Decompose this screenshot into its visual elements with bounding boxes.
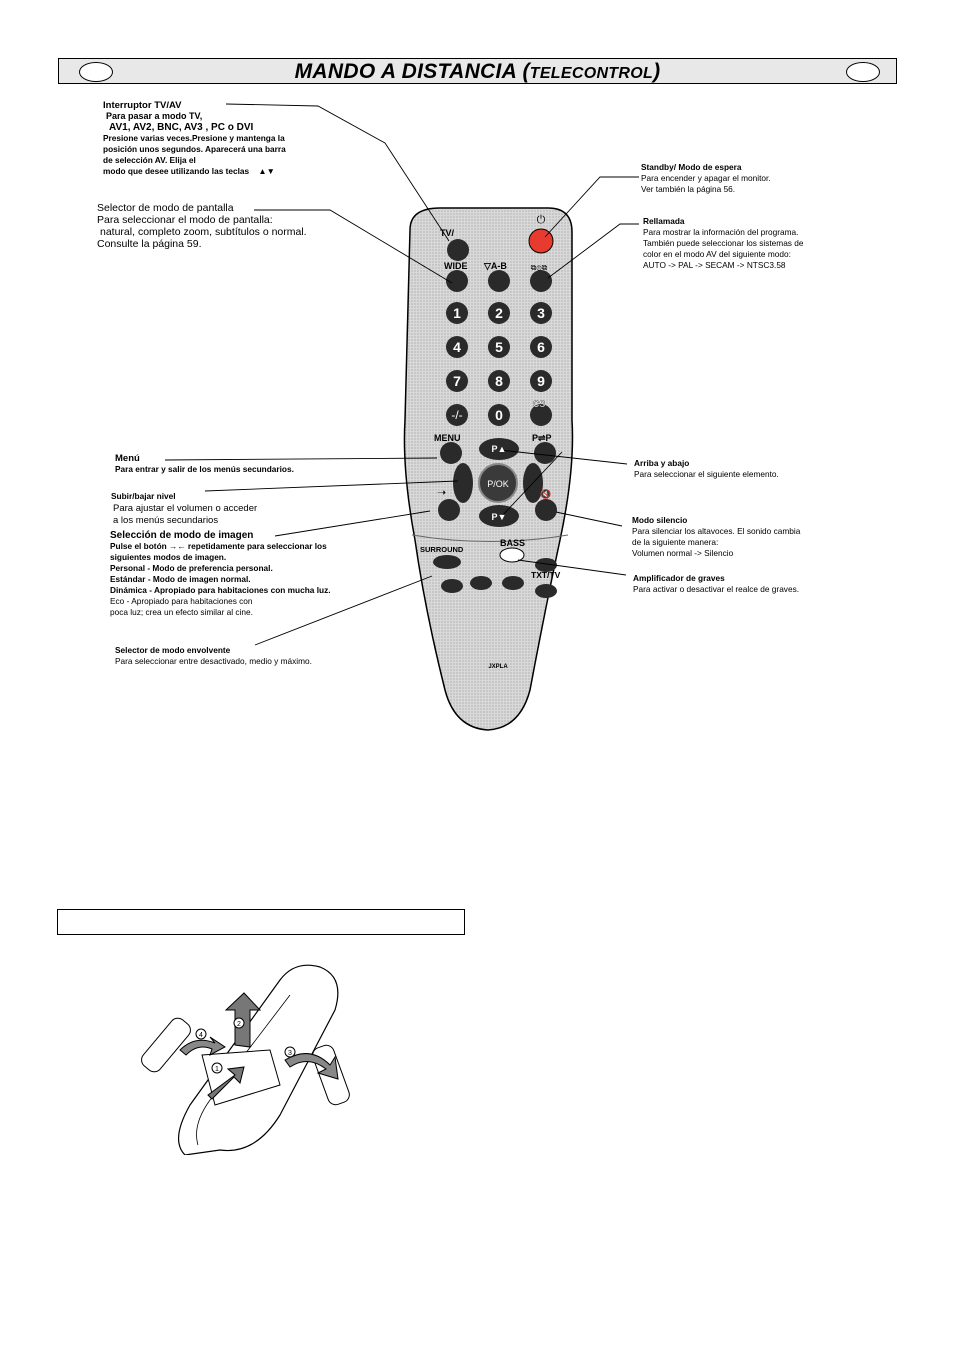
txt-label: TXT/TV (531, 570, 561, 580)
ok-label: P/OK (487, 479, 509, 489)
pp-button (534, 442, 556, 464)
callout-menu: Menú Para entrar y salir de los menús se… (115, 453, 294, 474)
battery-illustration: 1 2 3 4 (141, 964, 350, 1155)
ab-button (488, 270, 510, 292)
callout-bass: Amplificador de graves Para activar o de… (633, 573, 800, 594)
step-4-label: 4 (199, 1032, 203, 1039)
digit-button-8[interactable] (488, 370, 510, 392)
digit-label-4: 4 (453, 339, 461, 355)
digit-button-3[interactable] (530, 302, 552, 324)
pdown-label: P▼ (492, 512, 507, 522)
wide-label: WIDE (444, 261, 468, 271)
tvav-button (447, 239, 469, 261)
digit-button-4[interactable] (446, 336, 468, 358)
power-icon: ⏻ (537, 214, 546, 226)
step-1-label: 1 (215, 1066, 219, 1073)
callout-updown: Arriba y abajo Para seleccionar el sigui… (634, 458, 779, 479)
digit-label-7: 7 (453, 373, 461, 389)
step-2-label: 2 (237, 1021, 241, 1028)
callout-tvav: Interruptor TV/AV Para pasar a modo TV, … (103, 100, 286, 176)
page-title: MANDO A DISTANCIA (TELECONTROL) (294, 60, 661, 83)
vol-down-button (453, 463, 473, 503)
digit-label-9: 9 (537, 373, 545, 389)
callout-surround: Selector de modo envolvente Para selecci… (115, 645, 312, 666)
txt-button (535, 584, 557, 598)
digit-label-0: 0 (495, 407, 503, 423)
battery-left (141, 1017, 191, 1073)
recall-button (530, 270, 552, 292)
digit-label-3: 3 (537, 305, 545, 321)
callout-recall: Rellamada Para mostrar la información de… (643, 216, 804, 270)
callout-mute: Modo silencio Para silenciar los altavoc… (632, 515, 801, 558)
digit-label-2: 2 (495, 305, 503, 321)
callout-volume: Subir/bajar nivel Para ajustar el volume… (111, 491, 258, 526)
step-3-label: 3 (288, 1050, 292, 1057)
digit-button-0[interactable] (488, 404, 510, 426)
digit-pad: 1 2 3 4 5 6 7 8 9 0 -/- (446, 302, 552, 426)
callout-screen-mode: Selector de modo de pantalla Para selecc… (97, 202, 307, 250)
menu-label: MENU (434, 433, 461, 443)
section-header-box (57, 909, 465, 935)
title-bar: MANDO A DISTANCIA (TELECONTROL) (58, 58, 897, 84)
callout-picture-mode: Selección de modo de imagen Pulse el bot… (110, 530, 331, 617)
ab-label: ▽A-B (483, 261, 507, 271)
surround-button (433, 555, 461, 569)
brand-label: JXPLA (488, 664, 508, 670)
digit-button-1[interactable] (446, 302, 468, 324)
arrow-step-3 (284, 1053, 339, 1080)
pup-button (479, 438, 519, 460)
dash-icon: -/- (451, 408, 462, 422)
bass-button (499, 547, 525, 563)
digit-label-1: 1 (453, 305, 461, 321)
title-right-oval (846, 62, 880, 82)
digit-button-7[interactable] (446, 370, 468, 392)
mute-icon: 🔇 (540, 488, 551, 499)
digit-label-8: 8 (495, 373, 503, 389)
digit-button-5[interactable] (488, 336, 510, 358)
digit-button-9[interactable] (530, 370, 552, 392)
menu-button (440, 442, 462, 464)
callout-standby: Standby/ Modo de espera Para encender y … (641, 162, 771, 194)
wide-button (446, 270, 468, 292)
pup-label: P▲ (492, 444, 507, 454)
picture-mode-button (438, 499, 460, 521)
tvav-label: TV/ (440, 228, 455, 238)
digit-button-6[interactable] (530, 336, 552, 358)
ok-button (478, 463, 518, 503)
digit-label-6: 6 (537, 339, 545, 355)
mute-button (535, 499, 557, 521)
arrow-step-4 (179, 1036, 226, 1057)
recall-icon: ⧉⊚⧉ (531, 263, 548, 272)
bass-label: BASS (500, 538, 525, 548)
arrow-step-1 (207, 1066, 245, 1100)
cs-button[interactable] (530, 404, 552, 426)
remote-illustration: ⏻ ⧉⊚⧉ 1 2 3 4 5 6 7 8 9 0 -/- ➝ 🔇 TV/ WIDE ▽A-B CS… (164, 103, 639, 731)
picture-icon: ➝ (437, 487, 446, 499)
leader-lines (164, 103, 639, 646)
digit-button-2[interactable] (488, 302, 510, 324)
digit-label-5: 5 (495, 339, 503, 355)
cs-label: CS (533, 399, 546, 409)
pdown-button (479, 505, 519, 527)
surround-label: SURROUND (420, 545, 464, 554)
dash-button[interactable] (446, 404, 468, 426)
title-left-oval (79, 62, 113, 82)
pp-label: P⇌P (532, 433, 552, 443)
